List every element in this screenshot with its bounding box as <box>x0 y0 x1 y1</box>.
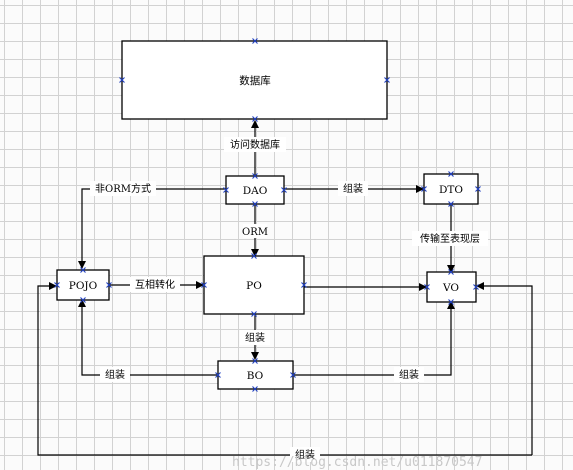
label-dao-database: 访问数据库 <box>230 138 280 151</box>
label-dao-dto: 组装 <box>343 182 363 195</box>
edge-vo-pojo-bottom-2 <box>37 282 532 456</box>
edge-vo-pojo-bottom <box>476 282 533 455</box>
node-vo-label: VO <box>442 282 459 294</box>
node-bo-label: BO <box>247 370 264 382</box>
node-database[interactable]: 数据库 <box>121 40 388 120</box>
node-bo[interactable]: BO <box>217 360 294 390</box>
node-po[interactable]: PO <box>203 255 305 315</box>
label-bo-vo: 组装 <box>399 368 419 381</box>
watermark: https://blog.csdn.net/u011870547 <box>232 455 482 470</box>
node-database-label: 数据库 <box>239 74 271 87</box>
label-dao-po: ORM <box>242 227 268 238</box>
edge-bo-vo <box>287 301 455 379</box>
node-pojo-label: POJO <box>69 280 98 292</box>
label-pojo-po: 互相转化 <box>135 278 175 291</box>
node-dao[interactable]: DAO <box>225 175 285 205</box>
connection-markers <box>54 38 481 392</box>
edge-bo-pojo <box>78 299 217 376</box>
node-pojo[interactable]: POJO <box>56 269 110 301</box>
node-dto-label: DTO <box>439 184 463 196</box>
node-vo[interactable]: VO <box>426 271 477 303</box>
label-dto-vo: 传输至表现层 <box>420 232 480 245</box>
edge-dao-pojo <box>78 188 226 269</box>
label-pojo-bo: 组装 <box>105 368 125 381</box>
node-po-label: PO <box>246 280 262 292</box>
node-dto[interactable]: DTO <box>423 173 479 205</box>
label-dao-pojo: 非ORM方式 <box>95 182 151 195</box>
node-dao-label: DAO <box>243 185 268 197</box>
label-po-bo: 组装 <box>245 331 265 344</box>
label-vo-pojo-bottom: 组装 <box>295 448 315 461</box>
